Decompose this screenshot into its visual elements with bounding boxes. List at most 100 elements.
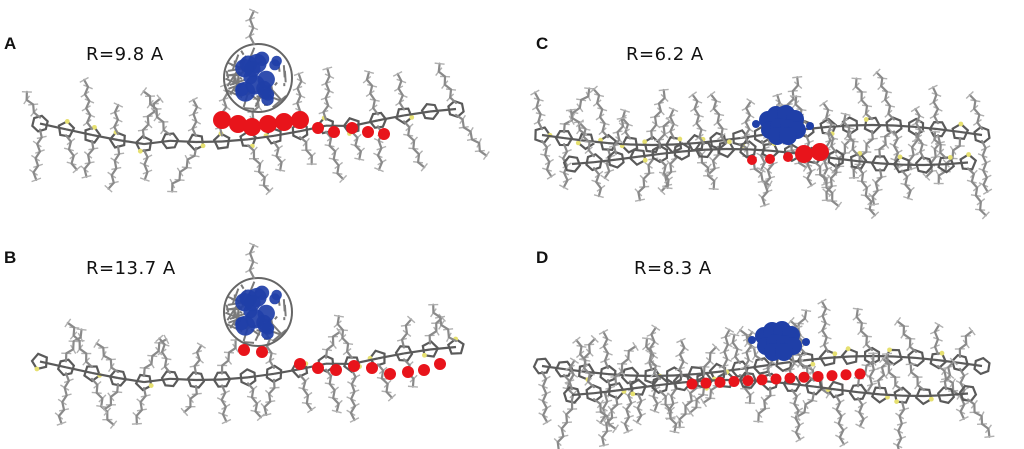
bond	[857, 391, 881, 396]
hole-density-lobe	[378, 128, 390, 140]
bond	[865, 137, 874, 146]
hole-density-lobe	[826, 370, 838, 382]
bond	[454, 113, 464, 121]
bond	[729, 329, 735, 333]
bond	[225, 311, 239, 320]
bond	[979, 208, 987, 217]
bond	[657, 96, 666, 105]
bond	[745, 106, 752, 117]
bond	[688, 94, 694, 99]
bond	[416, 153, 421, 164]
bond	[838, 436, 846, 446]
bond	[113, 152, 121, 162]
bond	[31, 179, 37, 183]
bond	[933, 147, 937, 159]
bond	[220, 384, 227, 394]
ring	[973, 356, 991, 376]
bond	[354, 157, 360, 160]
hole-density-lobe	[840, 369, 852, 381]
bond	[372, 99, 376, 110]
bond	[324, 348, 329, 359]
sulfur-atom	[845, 346, 851, 352]
bond	[34, 150, 42, 160]
bond	[328, 374, 333, 385]
electron-density-lobe	[235, 82, 249, 97]
bond	[616, 117, 622, 120]
bond	[63, 379, 70, 389]
hole-density-lobe	[770, 373, 782, 385]
bond	[159, 98, 164, 104]
sulfur-atom	[726, 139, 732, 145]
radius-label: R=13.7 A	[86, 258, 176, 279]
bond	[113, 102, 119, 106]
bond	[157, 342, 161, 353]
structure-group	[21, 8, 490, 196]
sulfur-atom	[939, 350, 945, 356]
bond	[792, 76, 798, 79]
bond	[932, 93, 938, 104]
bond	[976, 121, 984, 131]
bond	[915, 121, 922, 132]
bond	[982, 161, 988, 172]
bond	[632, 341, 637, 347]
bond	[441, 317, 447, 322]
bond	[65, 366, 93, 375]
bond	[410, 318, 416, 324]
bond	[702, 397, 712, 404]
bond	[116, 144, 121, 156]
ring	[672, 373, 692, 392]
bond	[806, 177, 813, 187]
bond	[192, 96, 198, 101]
bond	[91, 371, 119, 380]
bond	[689, 406, 698, 414]
bond	[621, 357, 630, 366]
bond	[349, 419, 355, 423]
sulfur-atom	[200, 143, 206, 149]
bond	[103, 403, 113, 411]
bond	[396, 72, 403, 83]
bond	[837, 422, 845, 432]
bond	[332, 396, 340, 405]
bond	[981, 214, 987, 220]
bond	[865, 343, 874, 352]
bond	[923, 394, 947, 398]
bond	[874, 181, 879, 192]
bond	[428, 330, 438, 337]
bond	[959, 403, 966, 413]
bond	[350, 390, 356, 401]
bond	[874, 211, 880, 216]
bond	[296, 80, 303, 90]
bond	[823, 343, 830, 354]
bond	[729, 333, 735, 336]
bond	[582, 127, 587, 138]
hole-density-lobe	[291, 111, 309, 129]
bond	[664, 403, 672, 412]
bond	[834, 205, 840, 211]
hole-density-lobe	[259, 115, 277, 133]
bond	[440, 324, 450, 331]
sulfur-atom	[958, 121, 964, 127]
bond	[587, 372, 591, 383]
bond	[328, 382, 336, 392]
bond	[637, 152, 661, 158]
bond	[670, 416, 676, 419]
bond	[934, 321, 940, 326]
bond	[794, 424, 801, 434]
bond	[806, 184, 812, 189]
bond	[642, 172, 651, 180]
bond	[603, 443, 609, 447]
bond	[734, 355, 742, 365]
bond	[225, 77, 239, 86]
bond	[820, 300, 828, 310]
bond	[398, 94, 404, 104]
bond	[958, 342, 968, 351]
bond	[243, 341, 255, 344]
bond	[670, 394, 675, 405]
bond	[240, 50, 245, 56]
bond	[794, 103, 803, 111]
bond	[391, 393, 397, 399]
bond	[634, 346, 639, 352]
bond	[178, 170, 182, 182]
bond	[858, 411, 865, 421]
bond	[81, 176, 87, 179]
